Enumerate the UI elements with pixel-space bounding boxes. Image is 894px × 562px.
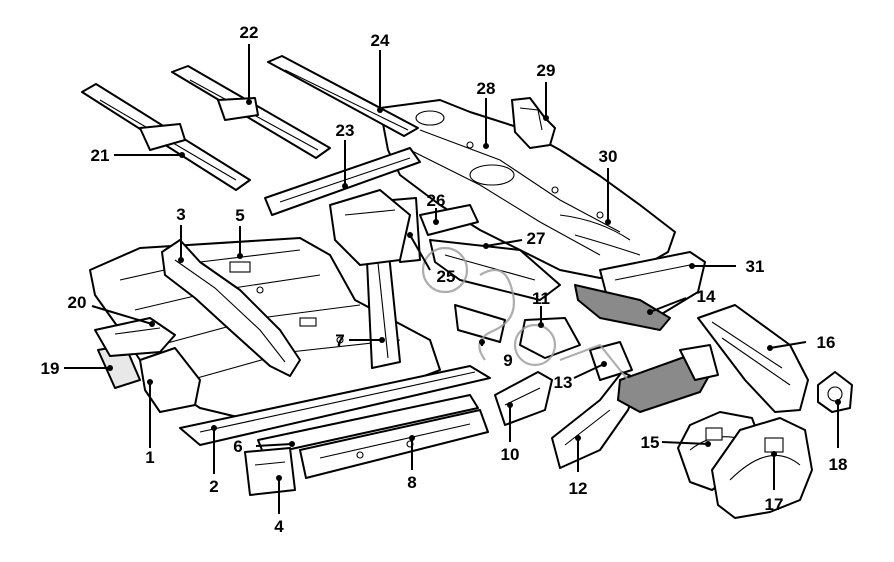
svg-text:4: 4: [274, 517, 284, 536]
front-left-member: [94, 317, 201, 413]
callout-8: 8: [407, 435, 417, 492]
callout-19: 19: [41, 359, 113, 378]
reinforcement-14: [574, 284, 671, 331]
callout-18: 18: [829, 399, 848, 474]
svg-text:23: 23: [336, 121, 355, 140]
svg-text:28: 28: [477, 79, 496, 98]
rocker-end-4: [244, 447, 296, 496]
cross-rail-21: [81, 83, 251, 191]
wheelhouse-17: [711, 417, 813, 519]
svg-text:29: 29: [537, 61, 556, 80]
svg-text:1: 1: [145, 448, 154, 467]
svg-text:10: 10: [501, 445, 520, 464]
center-member-26: [419, 204, 479, 236]
callout-22: 22: [240, 23, 259, 105]
svg-text:14: 14: [697, 287, 716, 306]
rocker-end-10: [494, 371, 553, 426]
svg-text:20: 20: [68, 293, 87, 312]
cross-rail-24: [267, 55, 419, 137]
rear-panel-16: [697, 304, 809, 413]
callout-21: 21: [91, 146, 185, 165]
callout-5: 5: [235, 206, 245, 259]
svg-text:8: 8: [407, 473, 416, 492]
callout-28: 28: [477, 79, 496, 149]
svg-text:18: 18: [829, 455, 848, 474]
callout-31: 31: [689, 257, 764, 276]
callout-13: 13: [554, 361, 607, 392]
svg-text:30: 30: [599, 147, 618, 166]
grommet-18: [817, 371, 853, 413]
callout-24: 24: [371, 31, 390, 113]
callout-10: 10: [501, 402, 520, 464]
callout-4: 4: [274, 475, 284, 536]
svg-text:15: 15: [641, 433, 660, 452]
callout-14: 14: [647, 287, 716, 315]
callout-30: 30: [599, 147, 618, 225]
svg-text:22: 22: [240, 23, 259, 42]
rear-floor-pan: [379, 99, 676, 279]
callout-12: 12: [569, 435, 588, 498]
svg-text:17: 17: [765, 495, 784, 514]
callout-23: 23: [336, 121, 355, 189]
svg-text:11: 11: [532, 289, 550, 308]
callout-6: 6: [233, 437, 295, 456]
callout-3: 3: [176, 205, 186, 263]
callout-7: 7: [335, 331, 385, 350]
callout-27: 27: [483, 229, 545, 249]
svg-text:31: 31: [746, 257, 765, 276]
rear-longitudinal: [617, 344, 719, 413]
callout-20: 20: [68, 293, 155, 327]
callout-17: 17: [765, 451, 784, 514]
svg-text:26: 26: [427, 191, 446, 210]
bracket-9: [454, 304, 506, 343]
svg-text:21: 21: [91, 146, 110, 165]
callout-15: 15: [641, 433, 711, 452]
svg-text:7: 7: [335, 331, 344, 350]
side-sill-2: [179, 365, 491, 446]
svg-text:24: 24: [371, 31, 390, 50]
svg-text:2: 2: [209, 477, 218, 496]
svg-text:9: 9: [503, 351, 512, 370]
callout-29: 29: [537, 61, 556, 121]
svg-text:6: 6: [233, 437, 242, 456]
svg-text:27: 27: [527, 229, 546, 248]
svg-text:16: 16: [817, 333, 836, 352]
callout-25: 25: [407, 232, 455, 286]
svg-text:13: 13: [554, 373, 573, 392]
callout-2: 2: [209, 425, 219, 496]
callout-11: 11: [532, 289, 550, 328]
callout-26: 26: [427, 191, 446, 225]
svg-text:3: 3: [176, 205, 185, 224]
svg-text:12: 12: [569, 479, 588, 498]
svg-text:19: 19: [41, 359, 60, 378]
bracket-11: [519, 317, 581, 359]
floor-crossmember-3: [161, 239, 301, 377]
callout-16: 16: [767, 333, 835, 352]
rear-bracket-29: [511, 97, 556, 149]
svg-text:5: 5: [235, 206, 244, 225]
svg-text:25: 25: [437, 267, 456, 286]
inner-panel-25: [329, 189, 411, 266]
callout-1: 1: [145, 379, 155, 467]
callout-9: 9: [479, 339, 513, 370]
